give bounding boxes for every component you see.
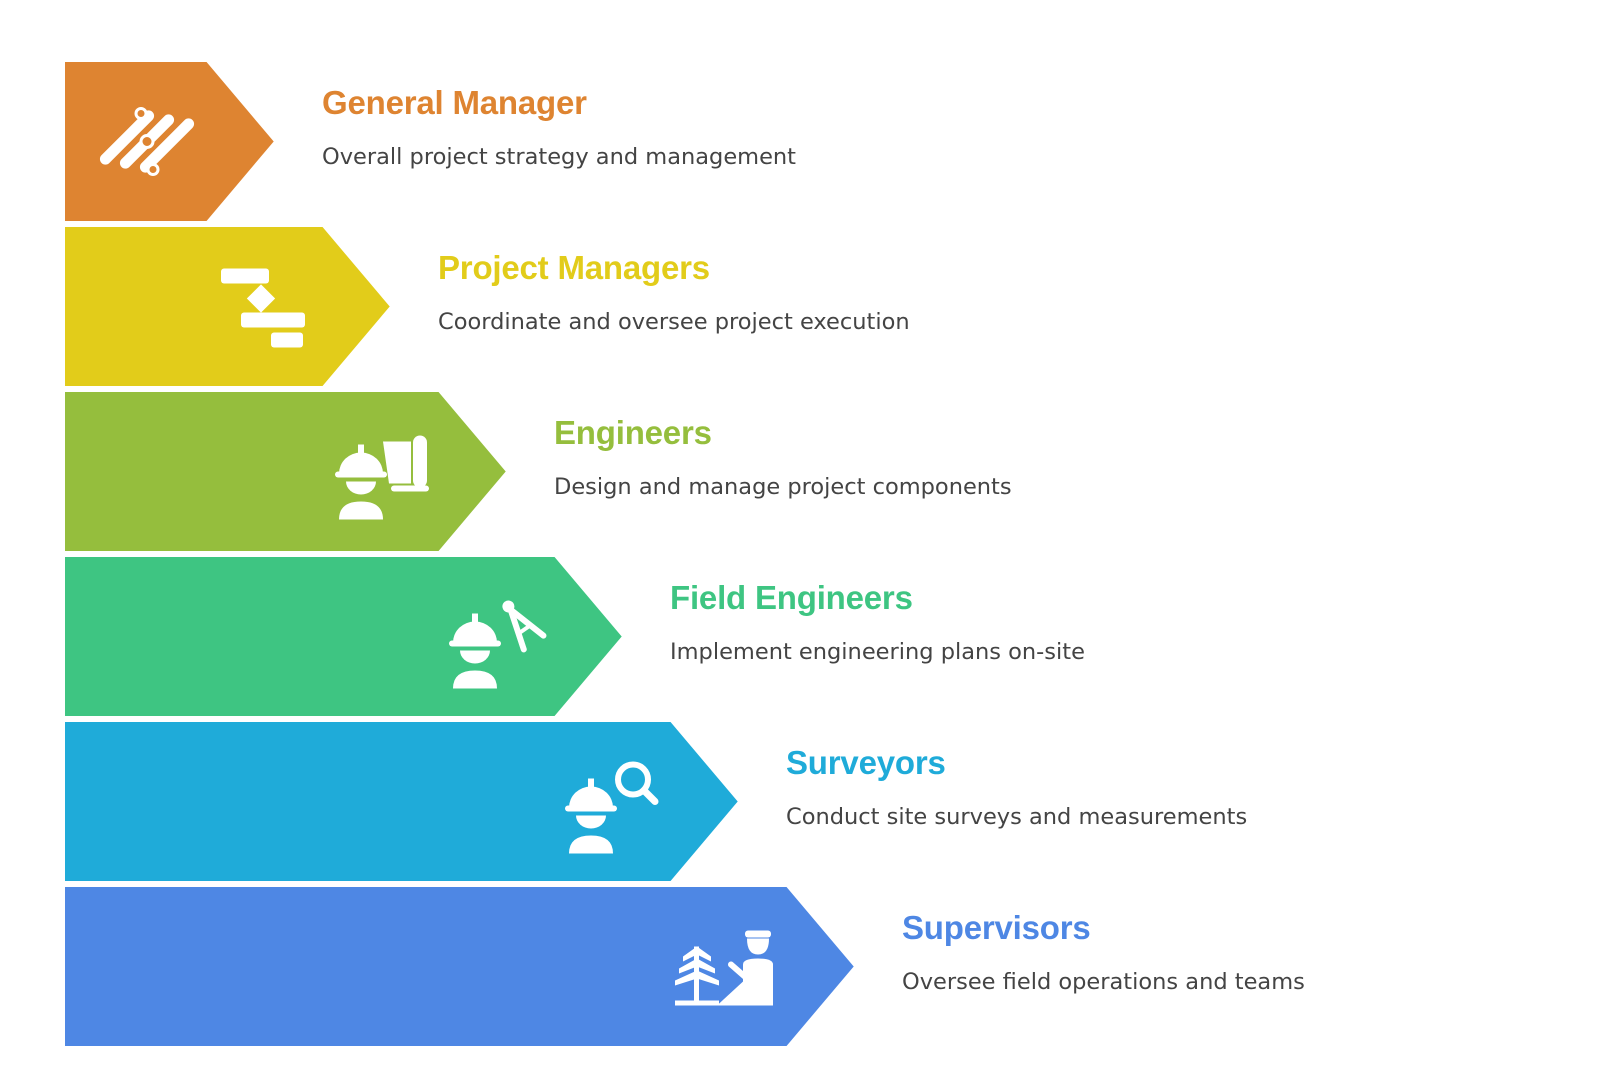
- tier-title: Project Managers: [438, 249, 710, 286]
- tier-arrow-4: [63, 555, 625, 718]
- tier-arrow-1: [63, 60, 277, 223]
- tier-title: Engineers: [554, 414, 712, 451]
- tier-title: Surveyors: [786, 744, 946, 781]
- tier-description: Overall project strategy and management: [322, 144, 797, 170]
- tier-arrow-shape: [63, 720, 741, 883]
- tier-arrow-3: [63, 390, 509, 553]
- surveyor-magnifier-icon: [565, 761, 659, 854]
- tier-description: Coordinate and oversee project execution: [438, 309, 910, 335]
- engineer-compass-icon: [449, 600, 547, 689]
- strategy-bars-icon: [99, 107, 195, 176]
- tier-arrow-shape: [63, 225, 393, 388]
- tier-arrow-2: [63, 225, 393, 388]
- tier-arrow-shape: [63, 390, 509, 553]
- tier-arrow-6: [63, 885, 857, 1048]
- tier-arrow-5: [63, 720, 741, 883]
- tier-arrow-shape: [63, 555, 625, 718]
- tier-description: Conduct site surveys and measurements: [786, 804, 1248, 830]
- tier-title: Supervisors: [902, 909, 1091, 946]
- tier-title: Field Engineers: [670, 579, 913, 616]
- tier-description: Implement engineering plans on-site: [670, 639, 1085, 665]
- tier-arrow-shape: [63, 885, 857, 1048]
- tier-description: Design and manage project components: [554, 474, 1012, 500]
- tier-title: General Manager: [322, 84, 587, 121]
- supervisor-field-icon: [675, 930, 773, 1006]
- tier-description: Oversee field operations and teams: [902, 969, 1305, 995]
- engineer-blueprint-icon: [335, 435, 429, 520]
